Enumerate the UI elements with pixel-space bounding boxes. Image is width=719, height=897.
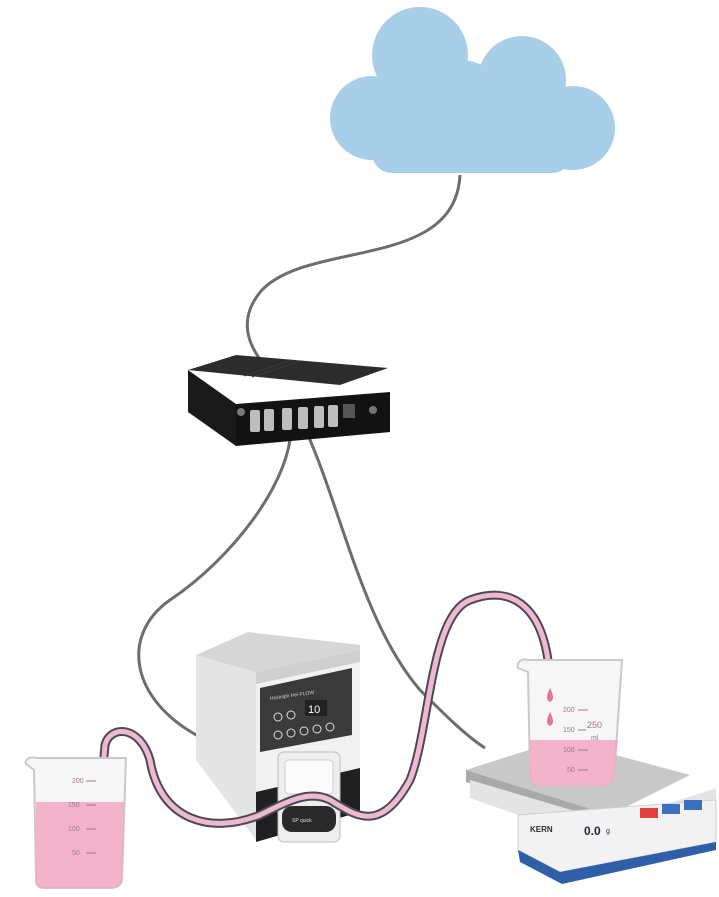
industrial-computer xyxy=(188,355,390,446)
scale-display-unit: g xyxy=(606,828,610,835)
pump-display-value: 10 xyxy=(308,704,320,716)
right-beaker-mark-200: 200 xyxy=(563,707,575,714)
right-beaker: 200 150 100 50 250 ml xyxy=(516,658,624,787)
pump-serial-cable xyxy=(137,419,293,739)
pump-head-label: SP quick xyxy=(292,818,312,824)
pump-display xyxy=(305,700,327,716)
right-beaker-volume-label: 250 xyxy=(587,720,602,730)
scale-buttons xyxy=(640,800,702,818)
cloud-icon xyxy=(330,7,615,173)
right-beaker-unit-label: ml xyxy=(591,735,599,742)
left-beaker-mark-150: 150 xyxy=(68,802,80,809)
left-beaker-marks: 200 150 100 50 xyxy=(68,778,96,857)
liquid-drops xyxy=(547,688,553,726)
scale-brand: KERN xyxy=(530,825,553,834)
scale-display-value: 0.0 xyxy=(584,824,601,838)
left-beaker-mark-200: 200 xyxy=(72,778,84,785)
peristaltic-pump: Heidolph Hei-FLOW 10 SP quick xyxy=(196,632,360,843)
left-beaker-mark-50: 50 xyxy=(72,850,80,857)
right-beaker-mark-50: 50 xyxy=(567,767,575,774)
scale-serial-cable xyxy=(299,419,486,750)
serial-port xyxy=(250,405,338,432)
network-cable xyxy=(245,174,462,363)
right-beaker-mark-100: 100 xyxy=(563,747,575,754)
left-beaker-mark-100: 100 xyxy=(68,826,80,833)
transfer-tubing xyxy=(92,590,555,845)
left-beaker: 200 150 100 50 xyxy=(24,756,128,889)
right-beaker-mark-150: 150 xyxy=(563,727,575,734)
pump-control-buttons xyxy=(273,710,335,740)
